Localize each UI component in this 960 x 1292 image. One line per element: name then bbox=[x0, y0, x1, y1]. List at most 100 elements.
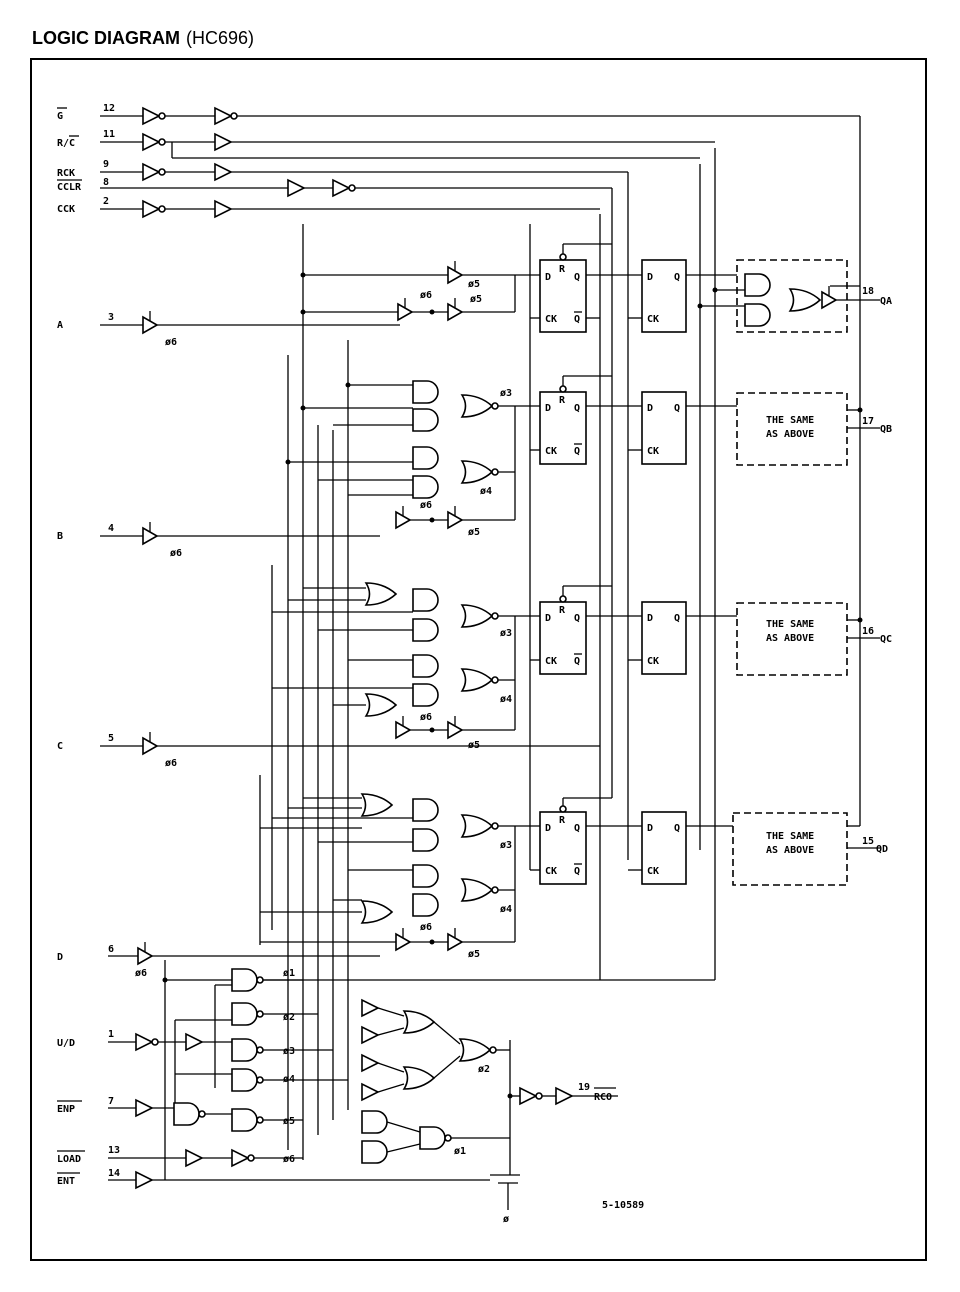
svg-text:R: R bbox=[559, 264, 566, 275]
junction-dots bbox=[162, 272, 863, 1099]
svg-text:ø4: ø4 bbox=[283, 1074, 295, 1085]
svg-text:ø5: ø5 bbox=[470, 294, 482, 305]
svg-text:CK: CK bbox=[647, 656, 659, 667]
svg-text:ø1: ø1 bbox=[454, 1146, 466, 1157]
input-label-enp: ENP bbox=[57, 1104, 75, 1115]
svg-text:AS ABOVE: AS ABOVE bbox=[766, 429, 814, 440]
svg-text:ø1: ø1 bbox=[283, 968, 295, 979]
svg-text:THE SAME: THE SAME bbox=[766, 415, 814, 426]
svg-text:R: R bbox=[559, 395, 566, 406]
output-label-qc: QC bbox=[880, 634, 892, 645]
svg-text:Q: Q bbox=[574, 823, 580, 834]
input-label-a: A bbox=[57, 320, 63, 331]
svg-text:Q: Q bbox=[674, 823, 680, 834]
svg-text:D: D bbox=[647, 823, 653, 834]
input-label-rc: R/C bbox=[57, 138, 75, 149]
svg-text:ø4: ø4 bbox=[500, 694, 512, 705]
pin-12: 12 bbox=[103, 103, 115, 114]
svg-text:Q: Q bbox=[574, 403, 580, 414]
svg-text:R: R bbox=[559, 815, 566, 826]
data-input-buffers: ø6 ø6 ø6 ø6 bbox=[100, 310, 600, 979]
svg-text:CK: CK bbox=[545, 314, 557, 325]
rco-network: ø2 ø1 19 RCO ø bbox=[361, 999, 618, 1225]
svg-text:ø6: ø6 bbox=[420, 922, 432, 933]
pin-17: 17 bbox=[862, 416, 874, 427]
phase-a: ø6 bbox=[165, 337, 177, 348]
output-label-qb: QB bbox=[880, 424, 892, 435]
svg-text:D: D bbox=[545, 403, 551, 414]
svg-text:ø6: ø6 bbox=[420, 290, 432, 301]
input-label-g: G bbox=[57, 111, 63, 122]
svg-text:AS ABOVE: AS ABOVE bbox=[766, 633, 814, 644]
svg-text:ø2: ø2 bbox=[478, 1064, 490, 1075]
svg-text:CK: CK bbox=[647, 314, 659, 325]
pin-16: 16 bbox=[862, 626, 874, 637]
control-inputs bbox=[100, 107, 860, 218]
svg-text:Q: Q bbox=[574, 272, 580, 283]
bus-wires bbox=[164, 116, 861, 1180]
svg-text:Q: Q bbox=[674, 272, 680, 283]
input-label-d: D bbox=[57, 952, 63, 963]
svg-text:ø6: ø6 bbox=[420, 500, 432, 511]
pin-3: 3 bbox=[108, 312, 114, 323]
title-text: LOGIC DIAGRAM bbox=[32, 28, 180, 48]
phase-d: ø6 bbox=[135, 968, 147, 979]
pin-1: 1 bbox=[108, 1029, 114, 1040]
ground-label: ø bbox=[503, 1214, 509, 1225]
svg-text:CK: CK bbox=[545, 866, 557, 877]
svg-text:ø5: ø5 bbox=[468, 279, 480, 290]
svg-text:ø3: ø3 bbox=[500, 388, 512, 399]
pin-19: 19 bbox=[578, 1082, 590, 1093]
input-label-cck: CCK bbox=[57, 204, 75, 215]
input-label-c: C bbox=[57, 741, 63, 752]
input-label-load: LOAD bbox=[57, 1154, 81, 1165]
diagram-frame bbox=[30, 58, 927, 1261]
svg-text:ø6: ø6 bbox=[283, 1154, 295, 1165]
svg-text:ø5: ø5 bbox=[468, 740, 480, 751]
svg-text:ø3: ø3 bbox=[500, 628, 512, 639]
svg-text:D: D bbox=[545, 613, 551, 624]
pin-7: 7 bbox=[108, 1096, 114, 1107]
svg-text:THE SAME: THE SAME bbox=[766, 831, 814, 842]
phase-generator: ø1 ø2 ø3 ø4 ø5 ø6 bbox=[108, 968, 490, 1189]
input-labels: G 12 R/C 11 RCK 9 CCLR 8 CCK 2 A 3 B 4 C… bbox=[57, 103, 120, 1187]
svg-text:Q: Q bbox=[574, 314, 580, 325]
pin-9: 9 bbox=[103, 159, 109, 170]
figure-code: 5-10589 bbox=[602, 1200, 644, 1211]
svg-text:CK: CK bbox=[545, 446, 557, 457]
svg-text:ø4: ø4 bbox=[500, 904, 512, 915]
input-label-rck: RCK bbox=[57, 168, 75, 179]
svg-text:D: D bbox=[545, 272, 551, 283]
svg-text:D: D bbox=[647, 272, 653, 283]
output-label-rco: RCO bbox=[594, 1092, 612, 1103]
pin-15: 15 bbox=[862, 836, 874, 847]
phase-b: ø6 bbox=[170, 548, 182, 559]
pin-14: 14 bbox=[108, 1168, 120, 1179]
svg-text:ø3: ø3 bbox=[283, 1046, 295, 1057]
svg-text:CK: CK bbox=[647, 866, 659, 877]
svg-text:R: R bbox=[559, 605, 566, 616]
input-label-b: B bbox=[57, 531, 63, 542]
pin-6: 6 bbox=[108, 944, 114, 955]
svg-text:ø5: ø5 bbox=[468, 527, 480, 538]
svg-text:ø6: ø6 bbox=[420, 712, 432, 723]
svg-text:ø5: ø5 bbox=[283, 1116, 295, 1127]
svg-text:ø5: ø5 bbox=[468, 949, 480, 960]
svg-text:CK: CK bbox=[647, 446, 659, 457]
input-label-cclr: CCLR bbox=[57, 182, 82, 193]
svg-text:AS ABOVE: AS ABOVE bbox=[766, 845, 814, 856]
pin-4: 4 bbox=[108, 523, 114, 534]
svg-text:Q: Q bbox=[674, 403, 680, 414]
page-title: LOGIC DIAGRAM(HC696) bbox=[32, 28, 254, 49]
svg-text:ø3: ø3 bbox=[500, 840, 512, 851]
svg-text:D: D bbox=[647, 403, 653, 414]
pin-8: 8 bbox=[103, 177, 109, 188]
svg-text:Q: Q bbox=[574, 446, 580, 457]
pin-11: 11 bbox=[103, 129, 115, 140]
svg-text:D: D bbox=[647, 613, 653, 624]
input-label-ud: U/D bbox=[57, 1038, 75, 1049]
